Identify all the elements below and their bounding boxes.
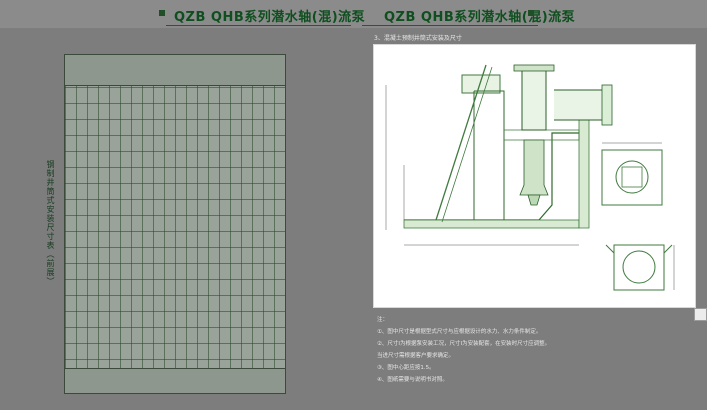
- section-arrows: [605, 244, 673, 254]
- page-corner-icon[interactable]: [694, 308, 707, 321]
- header-square-right: [528, 10, 534, 16]
- notes-block: 注： ①、图中尺寸是根据型式尺寸与应根据设计的水力、水力条件制定。 ②、尺寸Ⅰ为…: [377, 314, 687, 386]
- note-line: 注：: [377, 317, 389, 323]
- plan-view-box: [601, 149, 663, 206]
- dimension-table: [64, 54, 286, 394]
- table-caption: 钢制井筒式安装尺寸表（前展）: [46, 160, 55, 286]
- section-view-circle: [622, 250, 656, 284]
- pit-floor-slab: [403, 219, 580, 229]
- table-grid: [65, 55, 285, 393]
- pump-column: [521, 69, 547, 131]
- access-ladder-rail: [441, 66, 493, 223]
- column-flange: [513, 64, 555, 72]
- note-line: ②、尺寸Ⅰ为根据泵安装工况，尺寸Ⅰ为安装配套，在安装时尺寸应调整。: [377, 341, 551, 347]
- header-rule-left: [166, 25, 351, 26]
- pump-inlet: [527, 194, 541, 206]
- discharge-channel: [504, 129, 580, 141]
- drawing-svg: [385, 64, 675, 291]
- pit-floor-line: [404, 132, 584, 221]
- note-line: ③、图中心距应按1.5。: [377, 365, 435, 371]
- submersible-pump: [519, 139, 549, 196]
- section-view-box: [613, 244, 665, 291]
- note-line: ①、图中尺寸是根据型式尺寸与应根据设计的水力、水力条件制定。: [377, 329, 542, 335]
- plan-view-inner: [621, 166, 643, 188]
- header-title-left: QZB QHB系列潜水轴(混)流泵: [174, 10, 366, 25]
- pit-left-wall: [414, 90, 505, 226]
- discharge-pipe: [554, 89, 605, 121]
- table-header-row: [65, 55, 285, 86]
- header-title-right: QZB QHB系列潜水轴(混)流泵: [384, 10, 576, 25]
- outlet-flange: [601, 84, 613, 126]
- header-rule-right: [362, 25, 538, 26]
- header-band: [0, 0, 707, 28]
- section-title: 3、混凝土预制井筒式安装及尺寸: [374, 35, 462, 42]
- pit-top-slab: [461, 74, 501, 94]
- installation-drawing: [373, 44, 696, 308]
- header-square-left: [159, 10, 165, 16]
- right-wall: [578, 100, 590, 229]
- access-ladder: [435, 64, 487, 221]
- note-line: 当进尺寸需根据客户要求确定。: [377, 353, 455, 359]
- table-footer-row: [65, 368, 285, 393]
- plan-view-circle: [615, 160, 649, 194]
- note-line: ④、图纸需要与说明书对照。: [377, 377, 448, 383]
